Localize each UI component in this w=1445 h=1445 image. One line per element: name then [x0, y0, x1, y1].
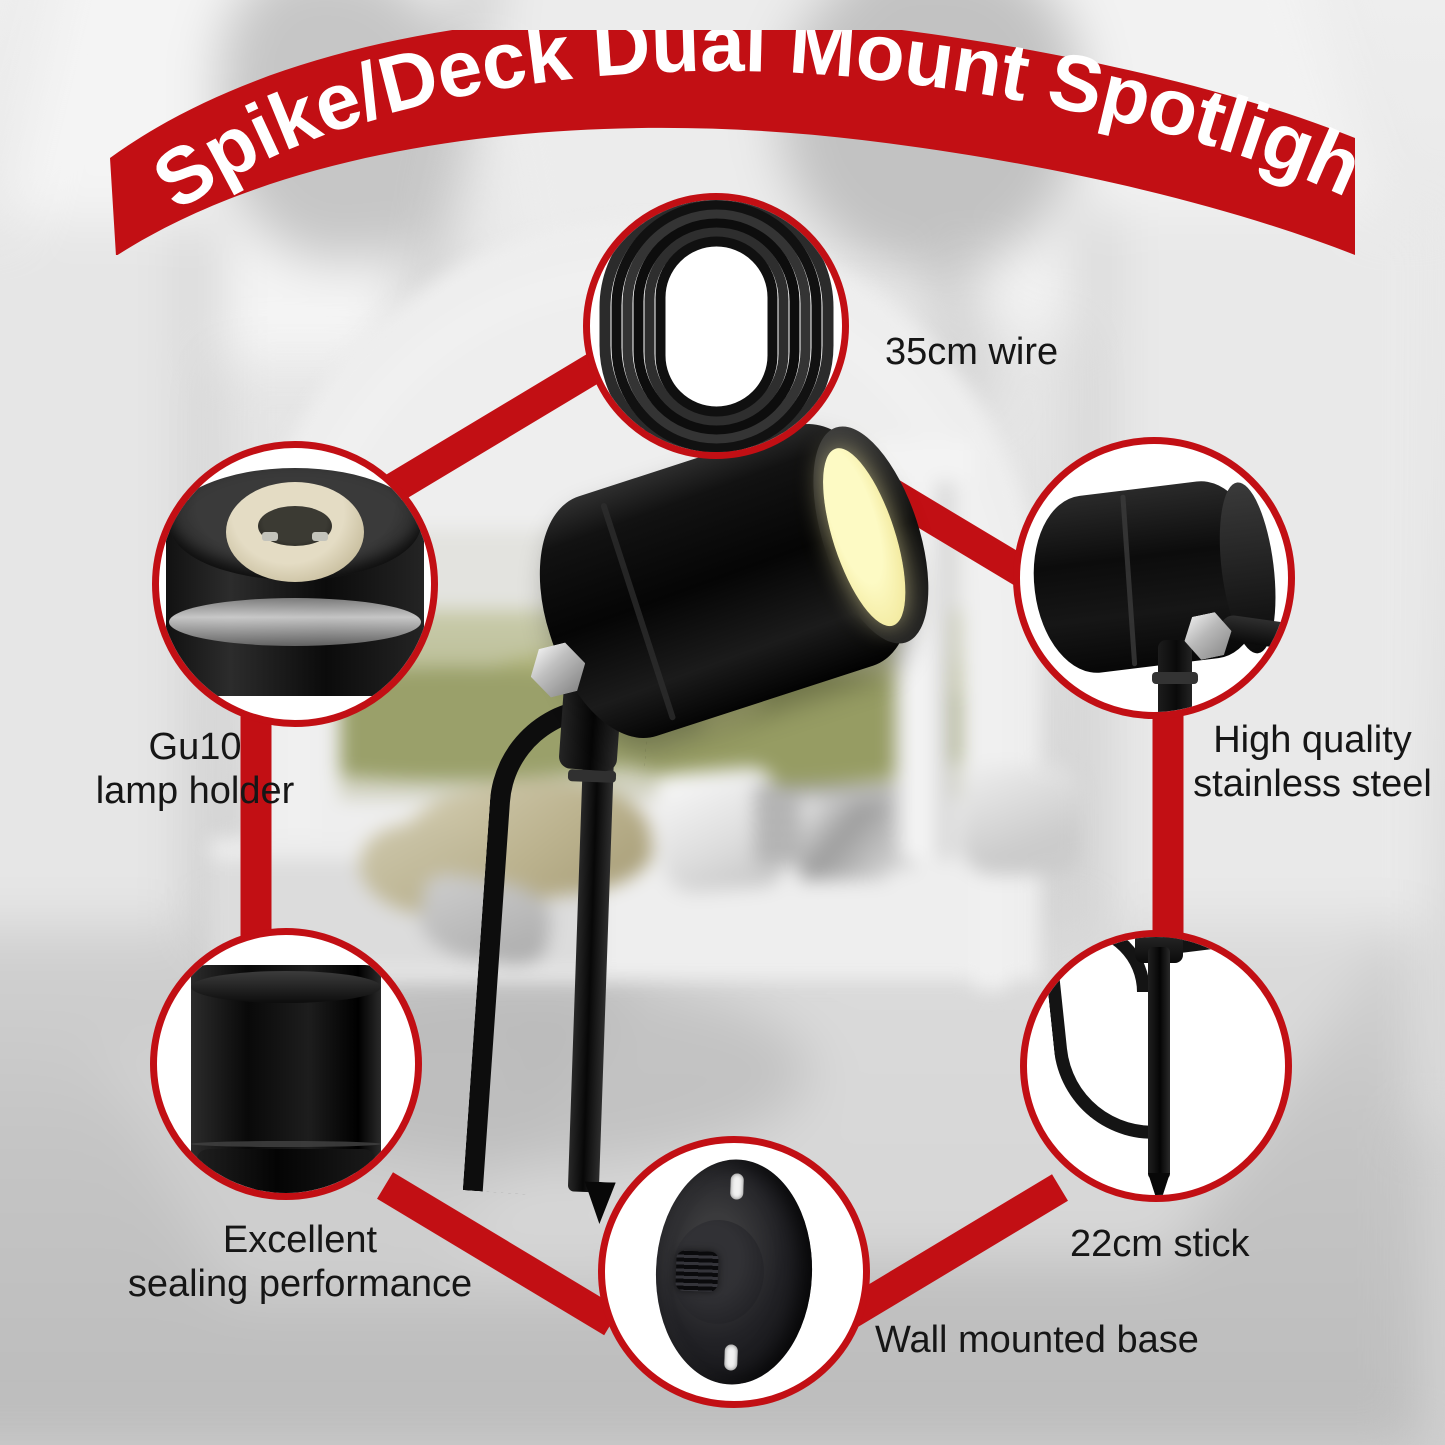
banner-ribbon-shape [110, 30, 1355, 255]
callout-label-stainless-steel: High quality stainless steel [1193, 719, 1432, 806]
stainless-bolt-joint-icon [1020, 444, 1288, 712]
callout-label-sealing: Excellent sealing performance [127, 1219, 473, 1306]
callout-label-stick: 22cm stick [1070, 1223, 1250, 1265]
gu10-socket-icon [159, 448, 431, 720]
callout-circle-wall-base[interactable] [598, 1136, 870, 1408]
callout-circle-lamp-holder[interactable] [152, 441, 438, 727]
callout-circle-stainless-steel[interactable] [1013, 437, 1295, 719]
connector-steel-to-stick [1152, 695, 1184, 966]
callout-circle-wire[interactable] [583, 193, 849, 459]
sealed-housing-icon [157, 935, 415, 1193]
callout-label-wall-base: Wall mounted base [875, 1319, 1199, 1361]
power-cable [462, 691, 650, 1201]
housing-seam [600, 502, 677, 721]
callout-circle-sealing[interactable] [150, 928, 422, 1200]
title-banner: Spike/Deck Dual Mount Spotlight [110, 30, 1355, 255]
coiled-wire-icon [590, 200, 842, 452]
stake-collar [567, 769, 617, 783]
callout-label-lamp-holder: Gu10 lamp holder [95, 726, 295, 813]
wall-mount-plate-icon [605, 1143, 863, 1401]
ground-spike-icon [1027, 937, 1285, 1195]
callout-label-wire: 35cm wire [885, 331, 1059, 373]
callout-circle-stick[interactable] [1020, 930, 1292, 1202]
